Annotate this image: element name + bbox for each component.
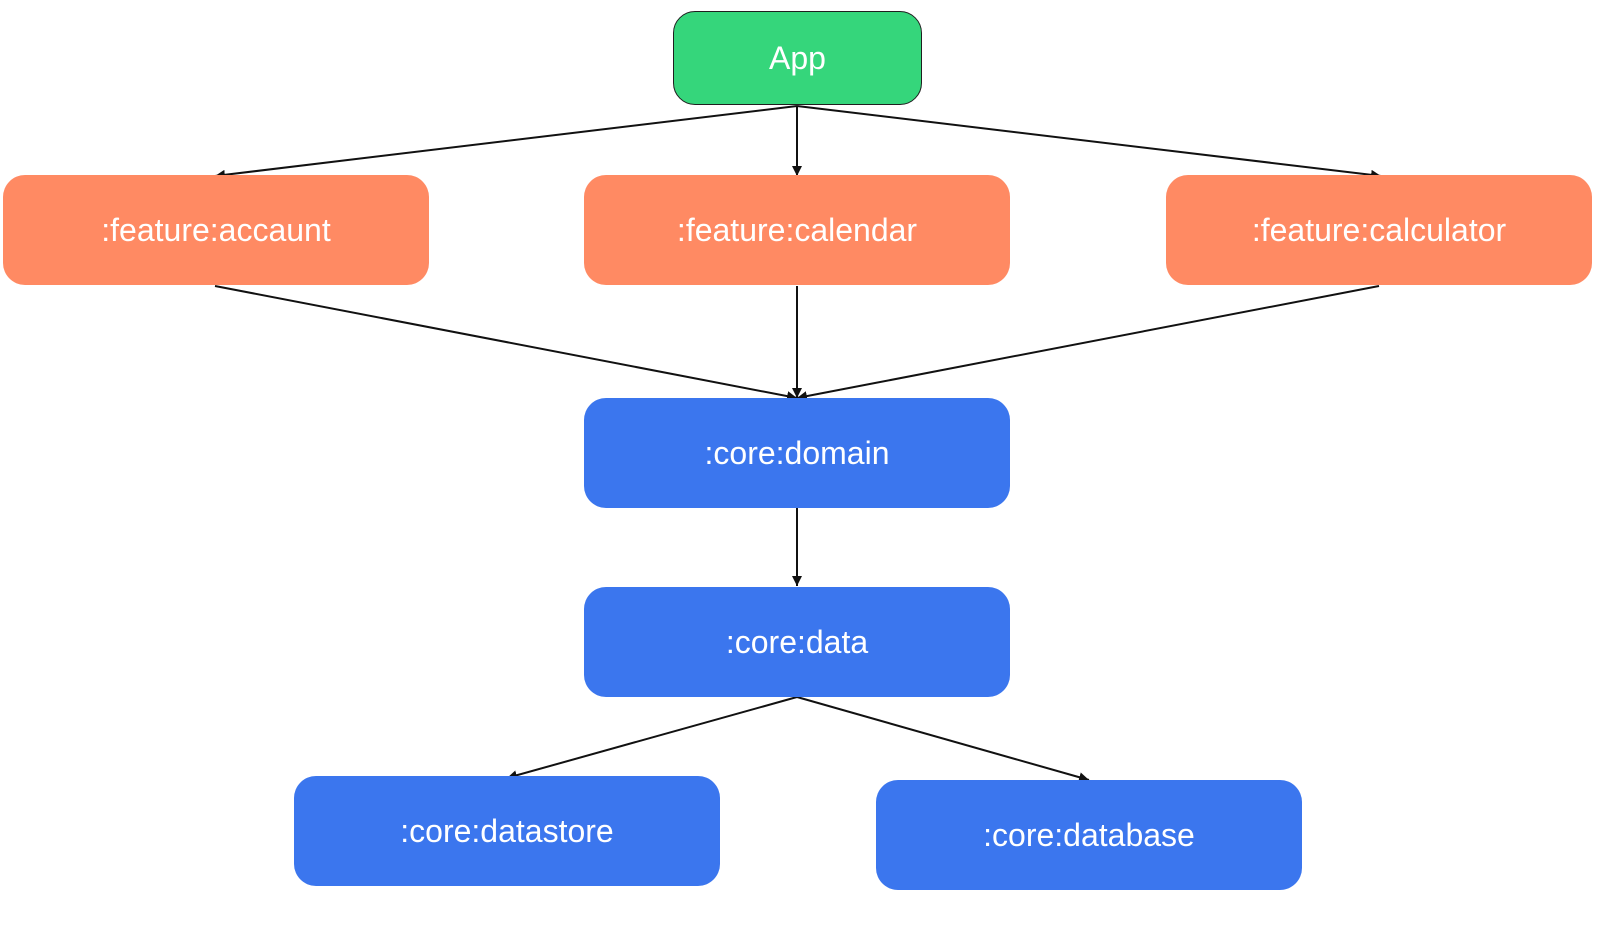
core-datastore-node: :core:datastore	[294, 776, 720, 886]
core-data-node: :core:data	[584, 587, 1010, 697]
edge-data-database	[796, 696, 1090, 783]
feature-calendar-node: :feature:calendar	[584, 175, 1010, 285]
core-domain-node: :core:domain	[584, 398, 1010, 508]
edge-app-calculator	[796, 105, 1382, 180]
feature-calculator-node: :feature:calculator	[1166, 175, 1592, 285]
edge-calculator-domain	[796, 285, 1380, 402]
edge-app-account	[214, 105, 798, 180]
feature-account-node: :feature:accaunt	[3, 175, 429, 285]
app-node: App	[673, 11, 922, 105]
core-database-node: :core:database	[876, 780, 1302, 890]
edge-data-datastore	[506, 696, 798, 781]
edge-account-domain	[214, 285, 798, 402]
